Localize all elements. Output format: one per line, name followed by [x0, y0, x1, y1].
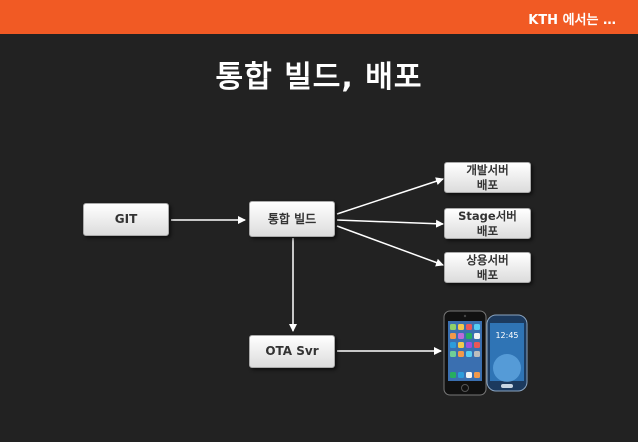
svg-text:12:45: 12:45 — [495, 331, 518, 340]
stage-label-line1: Stage서버 — [458, 208, 517, 223]
prod-label-line2: 배포 — [476, 267, 499, 282]
arrow-build-to-dev — [336, 177, 444, 215]
arrow-build-to-stage — [336, 219, 444, 228]
galaxy-phone-icon: 12:45 — [486, 314, 528, 392]
ota-server-node: OTA Svr — [249, 335, 335, 368]
prod-label-line1: 상용서버 — [466, 252, 509, 267]
arrow-build-to-prod — [336, 225, 444, 267]
dev-server-deploy-node: 개발서버 배포 — [444, 162, 531, 193]
ota-label: OTA Svr — [265, 344, 319, 358]
git-node: GIT — [83, 203, 169, 236]
prod-server-deploy-node: 상용서버 배포 — [444, 252, 531, 283]
header-text: KTH 에서는 … — [528, 13, 616, 28]
dev-label-line2: 배포 — [476, 177, 499, 192]
build-label: 통합 빌드 — [267, 211, 317, 226]
iphone-icon — [443, 310, 487, 396]
git-label: GIT — [114, 212, 138, 226]
stage-label-line2: 배포 — [476, 223, 499, 238]
stage-server-deploy-node: Stage서버 배포 — [444, 208, 531, 239]
slide-title: 통합 빌드, 배포 — [215, 60, 423, 95]
header-bar: KTH 에서는 … — [0, 0, 638, 34]
dev-label-line1: 개발서버 — [466, 162, 509, 177]
integrated-build-node: 통합 빌드 — [249, 201, 335, 237]
